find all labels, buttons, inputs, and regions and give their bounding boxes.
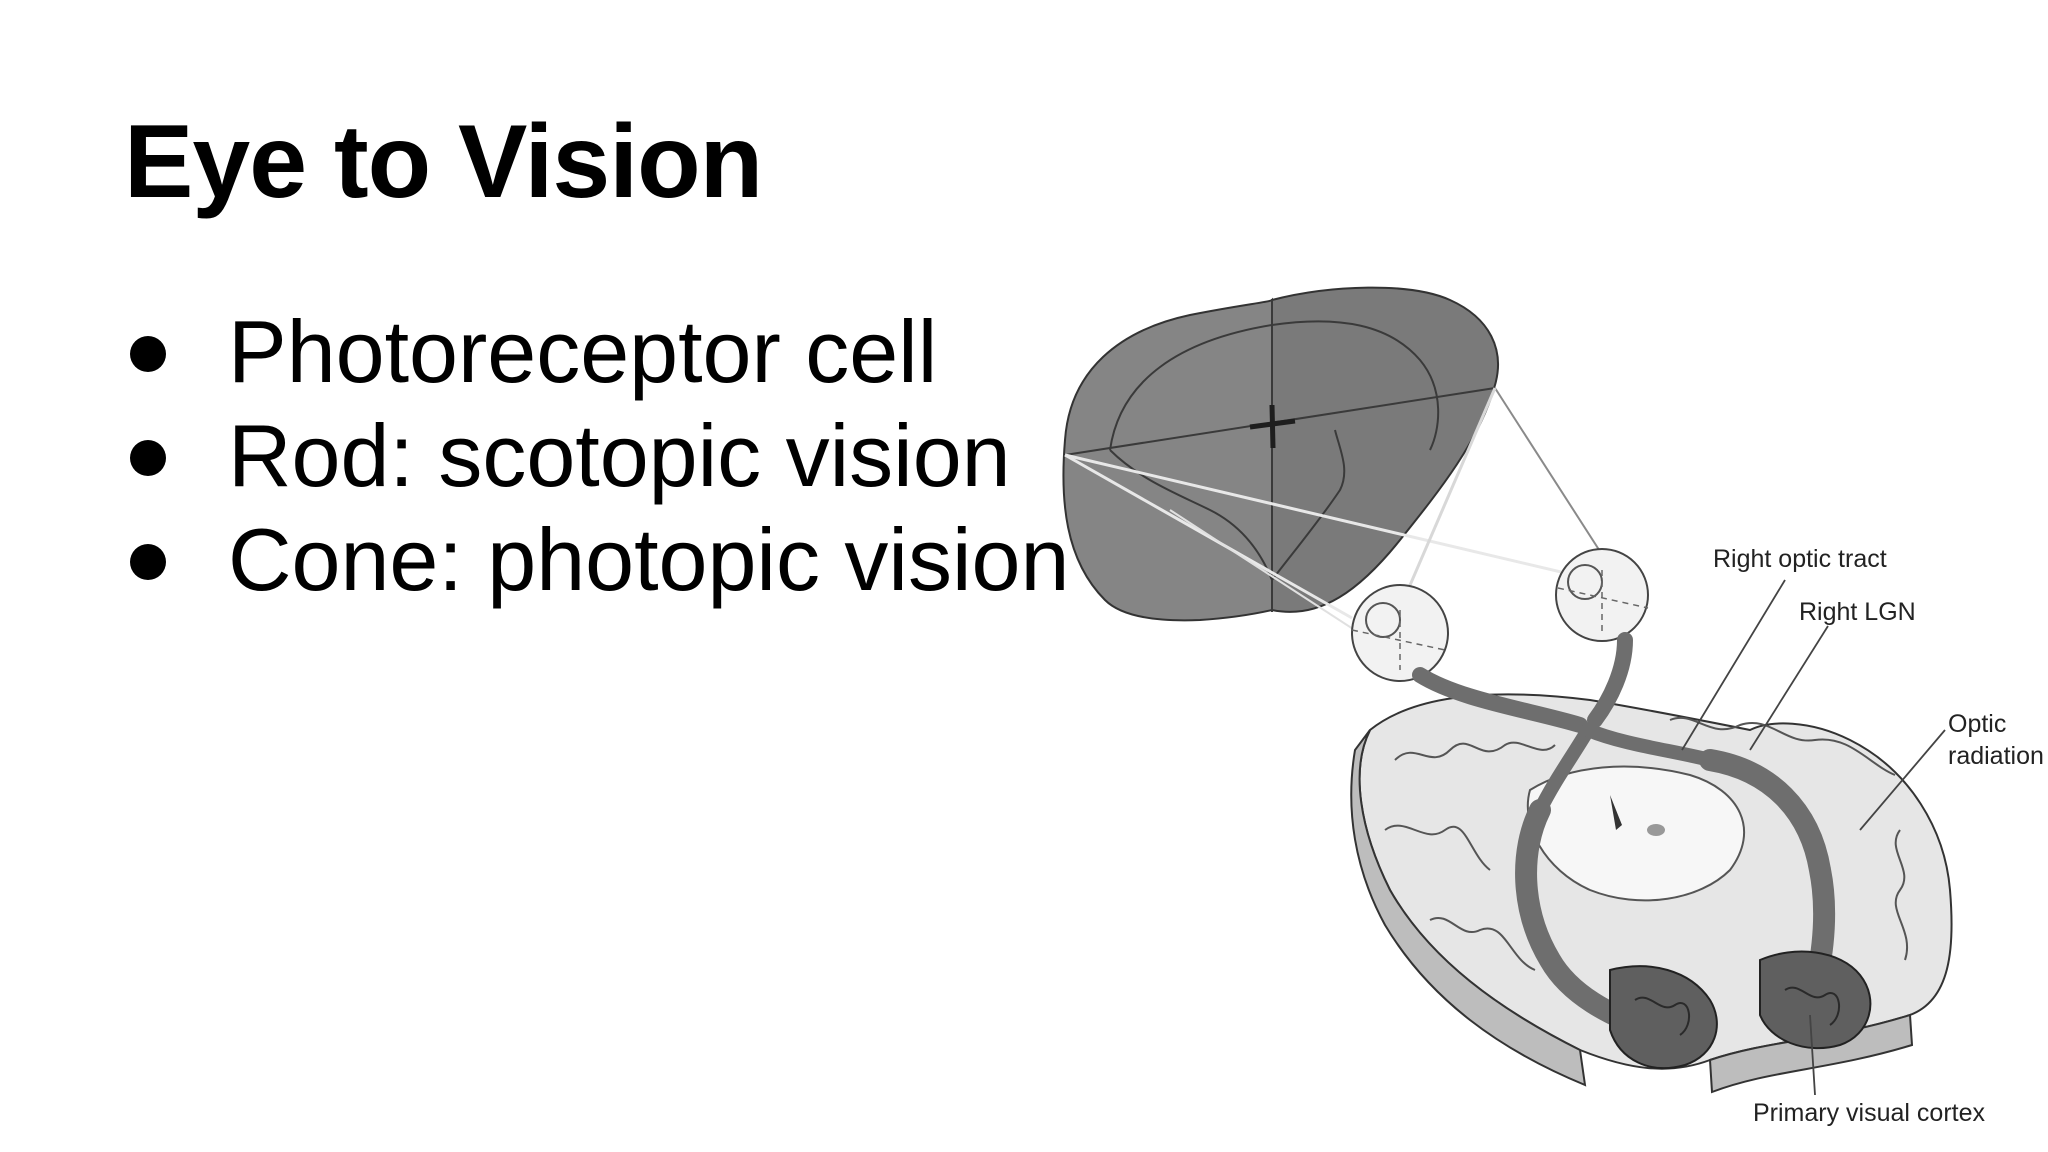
bullet-text: Photoreceptor cell xyxy=(228,302,938,401)
bullet-item: Photoreceptor cell xyxy=(124,300,1069,404)
visual-field-left xyxy=(1062,297,1273,622)
bullet-text: Rod: scotopic vision xyxy=(228,406,1011,505)
slide-title: Eye to Vision xyxy=(124,104,763,220)
label-right-optic-tract: Right optic tract xyxy=(1713,545,1887,573)
visual-pathway-diagram: Right optic tract Right LGN Optic radiat… xyxy=(1050,270,2048,1152)
primary-visual-cortex xyxy=(1609,950,1872,1070)
bullet-dot-icon xyxy=(130,440,166,476)
label-optic-radiation-line2: radiation xyxy=(1948,742,2044,770)
label-right-lgn: Right LGN xyxy=(1799,598,1916,626)
visual-field-right xyxy=(1271,286,1499,613)
label-primary-visual-cortex: Primary visual cortex xyxy=(1753,1099,1985,1127)
bullet-item: Cone: photopic vision xyxy=(124,508,1069,612)
label-optic-radiation-line1: Optic xyxy=(1948,710,2006,738)
bullet-dot-icon xyxy=(130,336,166,372)
left-eye xyxy=(1351,584,1449,682)
bullet-list: Photoreceptor cell Rod: scotopic vision … xyxy=(124,300,1069,612)
bullet-text: Cone: photopic vision xyxy=(228,510,1070,609)
right-eye xyxy=(1555,548,1649,642)
label-leaders xyxy=(1681,579,1946,1096)
bullet-item: Rod: scotopic vision xyxy=(124,404,1069,508)
bullet-dot-icon xyxy=(130,544,166,580)
